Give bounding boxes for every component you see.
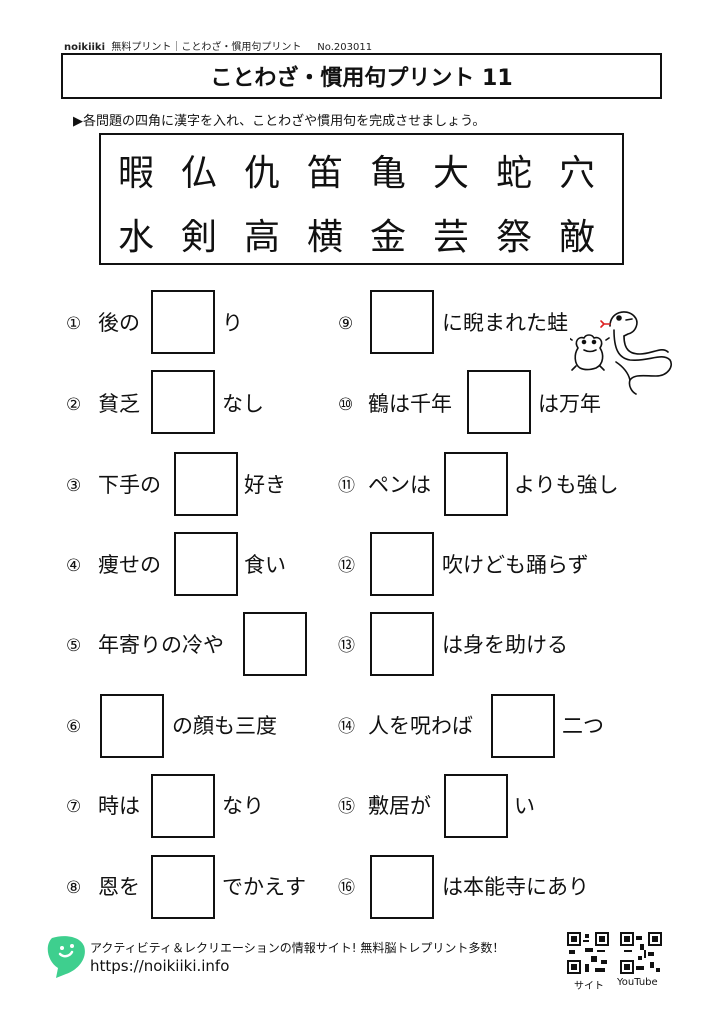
answer-box[interactable] bbox=[151, 855, 215, 919]
question-text-before: 年寄りの冷や bbox=[98, 633, 224, 657]
instruction: ▶各問題の四角に漢字を入れ、ことわざや慣用句を完成させましょう。 bbox=[73, 114, 486, 129]
question-text-before: 恩を bbox=[98, 875, 140, 899]
question-text-after: でかえす bbox=[222, 875, 306, 899]
kanji-choice: 亀 bbox=[369, 153, 406, 194]
answer-box[interactable] bbox=[444, 774, 508, 838]
question-text-after: よりも強し bbox=[514, 473, 619, 497]
answer-box[interactable] bbox=[370, 290, 434, 354]
answer-box[interactable] bbox=[151, 370, 215, 434]
answer-box[interactable] bbox=[370, 612, 434, 676]
question-text-after: なり bbox=[222, 794, 264, 818]
question-number: ② bbox=[66, 395, 82, 415]
question-text-before: 鶴は千年 bbox=[368, 392, 452, 416]
question-text-after: 二つ bbox=[562, 714, 604, 738]
kanji-choices-box: 暇 仏 仇 笛 亀 大 蛇 穴 水 剣 高 横 金 芸 祭 敵 bbox=[99, 133, 624, 265]
footer-url[interactable]: https://noikiiki.info bbox=[90, 957, 230, 975]
question-text-after: り bbox=[222, 311, 243, 335]
kanji-choice: 蛇 bbox=[495, 153, 532, 194]
snake-frog-illustration bbox=[570, 311, 672, 395]
answer-box[interactable] bbox=[151, 774, 215, 838]
answer-box[interactable] bbox=[151, 290, 215, 354]
question-number: ⑨ bbox=[338, 314, 354, 334]
answer-box[interactable] bbox=[491, 694, 555, 758]
question-number: ⑪ bbox=[338, 476, 355, 496]
question-text-before: 痩せの bbox=[98, 553, 161, 577]
question-number: ① bbox=[66, 314, 82, 334]
kanji-choice: 穴 bbox=[558, 153, 595, 194]
kanji-choice: 金 bbox=[369, 217, 406, 258]
question-text-after: 好き bbox=[244, 473, 286, 497]
question-number: ⑬ bbox=[338, 636, 355, 656]
kanji-choice: 横 bbox=[306, 217, 343, 258]
kanji-choice: 芸 bbox=[432, 217, 469, 258]
header-number: No.203011 bbox=[317, 42, 373, 53]
qr-site-label: サイト bbox=[574, 981, 604, 992]
answer-box[interactable] bbox=[243, 612, 307, 676]
kanji-choice: 仏 bbox=[180, 153, 217, 194]
header: noikiiki 無料プリント｜ことわざ・慣用句プリント No.203011 bbox=[64, 38, 372, 53]
question-number: ③ bbox=[66, 476, 82, 496]
answer-box[interactable] bbox=[100, 694, 164, 758]
question-text-before: ペンは bbox=[368, 473, 431, 497]
qr-code-site-icon[interactable] bbox=[567, 932, 609, 974]
answer-box[interactable] bbox=[174, 532, 238, 596]
question-text-after: は万年 bbox=[538, 392, 601, 416]
noikiiki-logo-icon bbox=[47, 936, 85, 978]
question-text-after: 吹けども踊らず bbox=[442, 553, 589, 577]
qr-code-youtube-icon[interactable] bbox=[620, 932, 662, 974]
question-number: ⑤ bbox=[66, 636, 82, 656]
kanji-choice: 水 bbox=[117, 217, 154, 258]
question-text-after: は本能寺にあり bbox=[442, 875, 589, 899]
question-number: ⑦ bbox=[66, 797, 82, 817]
question-text-before: 後の bbox=[98, 311, 140, 335]
kanji-choice: 祭 bbox=[495, 217, 532, 258]
question-text-after: い bbox=[514, 794, 535, 818]
kanji-choice: 笛 bbox=[306, 153, 343, 194]
answer-box[interactable] bbox=[370, 532, 434, 596]
question-number: ⑫ bbox=[338, 556, 355, 576]
question-text-after: に睨まれた蛙 bbox=[442, 311, 568, 335]
question-text-after: 食い bbox=[244, 553, 286, 577]
kanji-choice: 大 bbox=[432, 153, 469, 194]
page-title-text: ことわざ・慣用句プリント 11 bbox=[210, 66, 513, 91]
header-text: 無料プリント｜ことわざ・慣用句プリント bbox=[111, 42, 302, 53]
kanji-choice: 敵 bbox=[558, 217, 595, 258]
question-number: ④ bbox=[66, 556, 82, 576]
question-text-after: は身を助ける bbox=[442, 633, 568, 657]
question-number: ⑧ bbox=[66, 878, 82, 898]
question-number: ⑮ bbox=[338, 797, 355, 817]
question-text-after: の顔も三度 bbox=[172, 714, 277, 738]
answer-box[interactable] bbox=[174, 452, 238, 516]
answer-box[interactable] bbox=[370, 855, 434, 919]
question-text-before: 下手の bbox=[98, 473, 161, 497]
question-number: ⑥ bbox=[66, 717, 82, 737]
kanji-choice: 暇 bbox=[117, 153, 154, 194]
question-number: ⑭ bbox=[338, 717, 355, 737]
question-text-before: 敷居が bbox=[368, 794, 431, 818]
answer-box[interactable] bbox=[444, 452, 508, 516]
answer-box[interactable] bbox=[467, 370, 531, 434]
question-text-before: 時は bbox=[98, 794, 140, 818]
question-text-before: 貧乏 bbox=[98, 392, 140, 416]
question-number: ⑯ bbox=[338, 878, 355, 898]
question-text-after: なし bbox=[222, 392, 264, 416]
kanji-choice: 剣 bbox=[180, 217, 217, 258]
qr-youtube-label: YouTube bbox=[617, 977, 658, 988]
footer-tagline: アクティビティ＆レクリエーションの情報サイト! 無料脳トレプリント多数！ bbox=[90, 941, 505, 955]
kanji-choice: 高 bbox=[243, 217, 280, 258]
question-number: ⑩ bbox=[338, 395, 354, 415]
question-text-before: 人を呪わば bbox=[368, 714, 473, 738]
page-title: ことわざ・慣用句プリント 11 bbox=[61, 53, 662, 99]
kanji-choice: 仇 bbox=[243, 153, 280, 194]
header-brand: noikiiki bbox=[64, 42, 106, 53]
